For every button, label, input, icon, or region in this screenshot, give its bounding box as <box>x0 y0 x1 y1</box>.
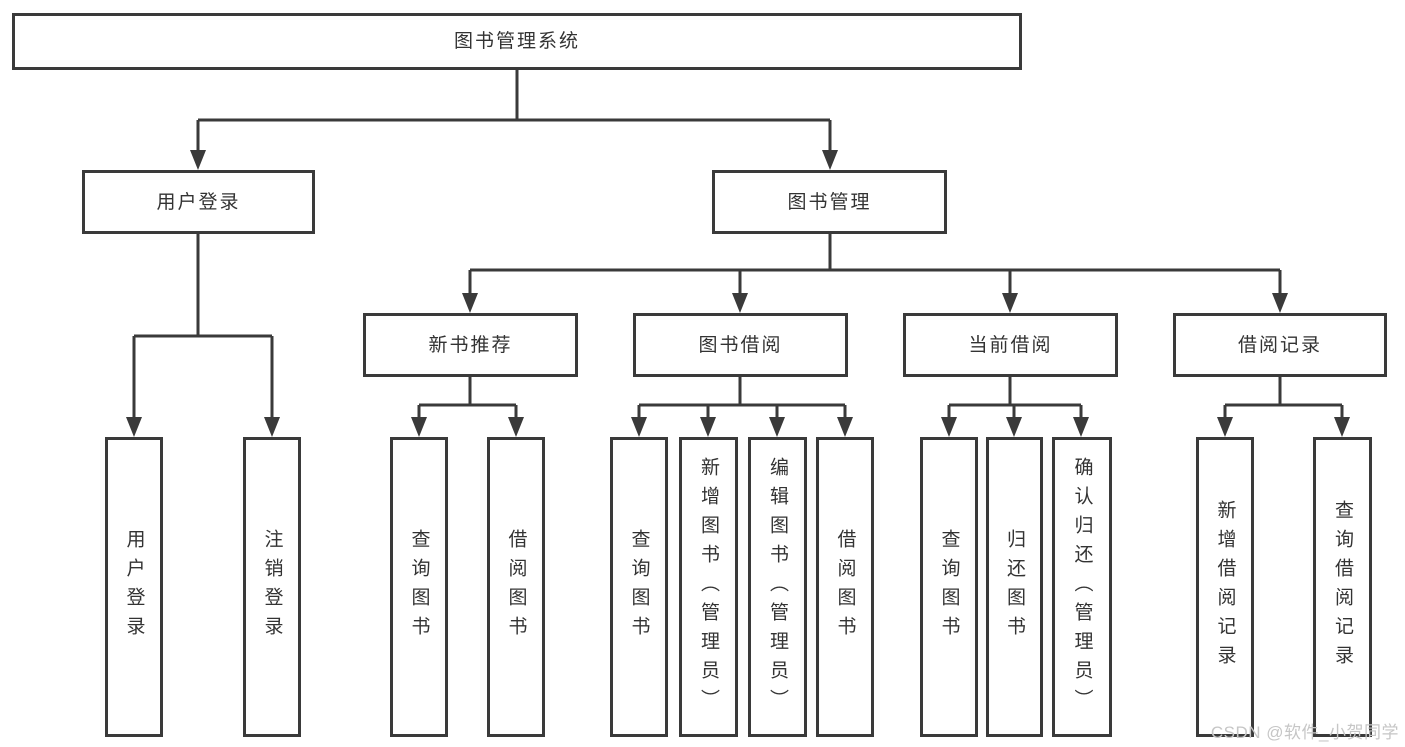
node-current-borrowing: 当前借阅 <box>903 313 1118 377</box>
arrowhead-down-icon <box>1272 293 1288 313</box>
node-leaf-confirm-return-admin: 确认归还（管理员） <box>1052 437 1112 737</box>
arrowhead-down-icon <box>1002 293 1018 313</box>
arrowhead-down-icon <box>631 417 647 437</box>
arrowhead-down-icon <box>1217 417 1233 437</box>
arrowhead-down-icon <box>941 417 957 437</box>
node-user-login: 用户登录 <box>82 170 315 234</box>
arrowhead-down-icon <box>1073 417 1089 437</box>
node-leaf-add-book-admin: 新增图书（管理员） <box>679 437 738 737</box>
node-new-book-recommend: 新书推荐 <box>363 313 578 377</box>
node-library-system: 图书管理系统 <box>12 13 1022 70</box>
arrowhead-down-icon <box>837 417 853 437</box>
node-leaf-edit-book-admin: 编辑图书（管理员） <box>748 437 807 737</box>
node-leaf-return-book: 归还图书 <box>986 437 1043 737</box>
arrowhead-down-icon <box>822 150 838 170</box>
arrowhead-down-icon <box>126 417 142 437</box>
node-leaf-query-book-borrowing: 查询图书 <box>610 437 668 737</box>
arrowhead-down-icon <box>1006 417 1022 437</box>
arrowhead-down-icon <box>190 150 206 170</box>
node-leaf-borrow-book-borrowing: 借阅图书 <box>816 437 874 737</box>
arrowhead-down-icon <box>732 293 748 313</box>
arrowhead-down-icon <box>700 417 716 437</box>
arrowhead-down-icon <box>411 417 427 437</box>
arrowhead-down-icon <box>769 417 785 437</box>
node-leaf-logout: 注销登录 <box>243 437 301 737</box>
node-leaf-query-book-current: 查询图书 <box>920 437 978 737</box>
arrowhead-down-icon <box>264 417 280 437</box>
node-borrowing-records: 借阅记录 <box>1173 313 1387 377</box>
arrowhead-down-icon <box>508 417 524 437</box>
node-leaf-add-borrow-record: 新增借阅记录 <box>1196 437 1254 737</box>
node-book-borrowing: 图书借阅 <box>633 313 848 377</box>
node-book-management: 图书管理 <box>712 170 947 234</box>
arrowhead-down-icon <box>1334 417 1350 437</box>
arrowhead-down-icon <box>462 293 478 313</box>
node-leaf-user-login: 用户登录 <box>105 437 163 737</box>
csdn-watermark: CSDN @软件_小贺同学 <box>1210 723 1399 742</box>
node-leaf-query-book-recommend: 查询图书 <box>390 437 448 737</box>
node-leaf-borrow-book-recommend: 借阅图书 <box>487 437 545 737</box>
node-leaf-query-borrow-record: 查询借阅记录 <box>1313 437 1372 737</box>
